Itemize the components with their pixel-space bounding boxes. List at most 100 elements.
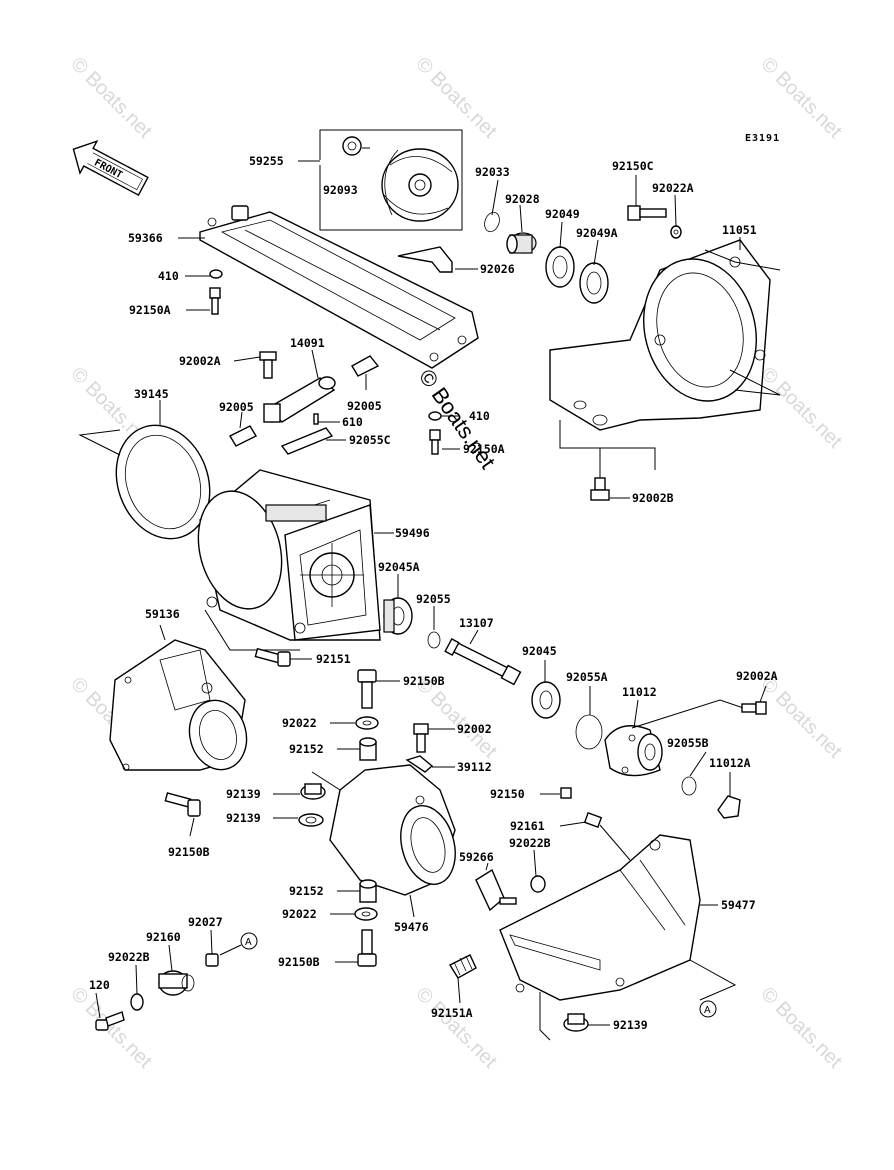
watermark: © Boats.net bbox=[66, 53, 156, 143]
reverse-bucket bbox=[499, 834, 701, 1001]
pin-610 bbox=[313, 413, 319, 425]
bolt-92151a bbox=[449, 954, 477, 979]
part-label: 92055A bbox=[566, 670, 608, 684]
part-label: 59496 bbox=[395, 526, 430, 540]
washer-92022-a bbox=[355, 716, 379, 730]
part-label: 92022A bbox=[652, 181, 694, 195]
bolt-92150b-a bbox=[164, 792, 201, 817]
washer-92022b-b bbox=[130, 993, 144, 1011]
svg-text:A: A bbox=[704, 1005, 711, 1016]
collar bbox=[506, 232, 537, 254]
part-label: 59255 bbox=[249, 154, 284, 168]
part-label: 92150C bbox=[612, 159, 654, 173]
callout-a-right: A bbox=[699, 1000, 717, 1018]
bearing-92045a bbox=[383, 597, 413, 635]
washer-92022a bbox=[670, 225, 682, 239]
callout-a-left: A bbox=[240, 932, 258, 950]
part-label: 92150B bbox=[278, 955, 320, 969]
plug-92161 bbox=[583, 812, 603, 828]
part-label: 92049 bbox=[545, 207, 580, 221]
band-39145 bbox=[78, 424, 211, 540]
bolt-92002a-b bbox=[741, 701, 767, 715]
part-label: 59476 bbox=[394, 920, 429, 934]
watermark: © Boats.net bbox=[411, 53, 501, 143]
part-label: 92033 bbox=[475, 165, 510, 179]
part-label: 92026 bbox=[480, 262, 515, 276]
washer-92022b-a bbox=[530, 875, 546, 893]
part-label: 92150A bbox=[129, 303, 171, 317]
bearing-92045 bbox=[531, 681, 561, 719]
part-label: 92022 bbox=[282, 907, 317, 921]
ride-plate bbox=[199, 205, 479, 369]
part-label: 92139 bbox=[613, 1018, 648, 1032]
part-label: 92093 bbox=[323, 183, 358, 197]
part-labels: 59255 92093 92033 92028 92049 92049A 921… bbox=[89, 154, 778, 1032]
watermark: © Boats.net bbox=[66, 983, 156, 1073]
front-arrow-icon: FRONT bbox=[72, 140, 149, 197]
svg-text:A: A bbox=[245, 937, 252, 948]
bolt-92150c bbox=[627, 205, 667, 221]
nipple-92005-right bbox=[351, 355, 380, 377]
spacer-plate bbox=[397, 246, 453, 273]
part-label: 92005 bbox=[347, 399, 382, 413]
impeller-kit-box bbox=[319, 129, 463, 231]
bolt-92150a-b bbox=[429, 429, 441, 455]
part-label: 92005 bbox=[219, 400, 254, 414]
part-label: 59266 bbox=[459, 850, 494, 864]
part-label: 92152 bbox=[289, 884, 324, 898]
part-label: 11012 bbox=[622, 685, 657, 699]
part-label: 92055B bbox=[667, 736, 709, 750]
o-ring-92055 bbox=[427, 631, 441, 649]
bolt-92002 bbox=[413, 723, 429, 753]
part-label: 610 bbox=[342, 415, 363, 429]
part-label: 92028 bbox=[505, 192, 540, 206]
washer-410 bbox=[209, 269, 223, 279]
lever-39112 bbox=[405, 755, 434, 773]
pump-bracket bbox=[549, 239, 781, 431]
collar-92027 bbox=[205, 953, 219, 967]
part-label: 92161 bbox=[510, 819, 545, 833]
impeller-shaft bbox=[444, 637, 522, 686]
cap-11012a bbox=[717, 795, 741, 819]
part-label: 92045 bbox=[522, 644, 557, 658]
pump-cap bbox=[604, 725, 663, 777]
bolt-92150b-b bbox=[357, 669, 377, 709]
collar-92152-a bbox=[359, 737, 377, 761]
part-label: 13107 bbox=[459, 616, 494, 630]
watermark: © Boats.net bbox=[756, 673, 846, 763]
part-label: 92022B bbox=[509, 836, 551, 850]
steering-nozzle bbox=[329, 764, 456, 896]
part-label: 92027 bbox=[188, 915, 223, 929]
part-label: 92151A bbox=[431, 1006, 473, 1020]
watermark: © Boats.net bbox=[756, 53, 846, 143]
washer-92022-b bbox=[354, 907, 378, 921]
part-label: 39112 bbox=[457, 760, 492, 774]
snap-ring bbox=[484, 211, 500, 233]
part-label: 59136 bbox=[145, 607, 180, 621]
part-label: 92150B bbox=[168, 845, 210, 859]
part-label: 59366 bbox=[128, 231, 163, 245]
pump-cone bbox=[109, 639, 248, 771]
impeller-icon bbox=[381, 148, 459, 222]
pipe-fitting bbox=[263, 376, 336, 423]
part-label: 92139 bbox=[226, 787, 261, 801]
part-label: 410 bbox=[469, 409, 490, 423]
part-label: 92139 bbox=[226, 811, 261, 825]
bolt-92150a bbox=[209, 287, 221, 315]
part-label: 92055 bbox=[416, 592, 451, 606]
part-label: 92150A bbox=[463, 442, 505, 456]
bolt-92002a bbox=[259, 351, 277, 379]
leader-lines bbox=[95, 147, 767, 1026]
oil-seal-a bbox=[545, 246, 575, 288]
part-label: 92152 bbox=[289, 742, 324, 756]
bolt-120 bbox=[95, 1011, 125, 1031]
bushing-92139-c bbox=[563, 1013, 589, 1032]
pump-case bbox=[197, 469, 381, 641]
part-label: 92022 bbox=[282, 716, 317, 730]
part-label: 92045A bbox=[378, 560, 420, 574]
part-label: 92022B bbox=[108, 950, 150, 964]
part-label: 59477 bbox=[721, 898, 756, 912]
diagram-code: E3191 bbox=[745, 133, 780, 144]
o-ring-92055a bbox=[575, 714, 603, 750]
